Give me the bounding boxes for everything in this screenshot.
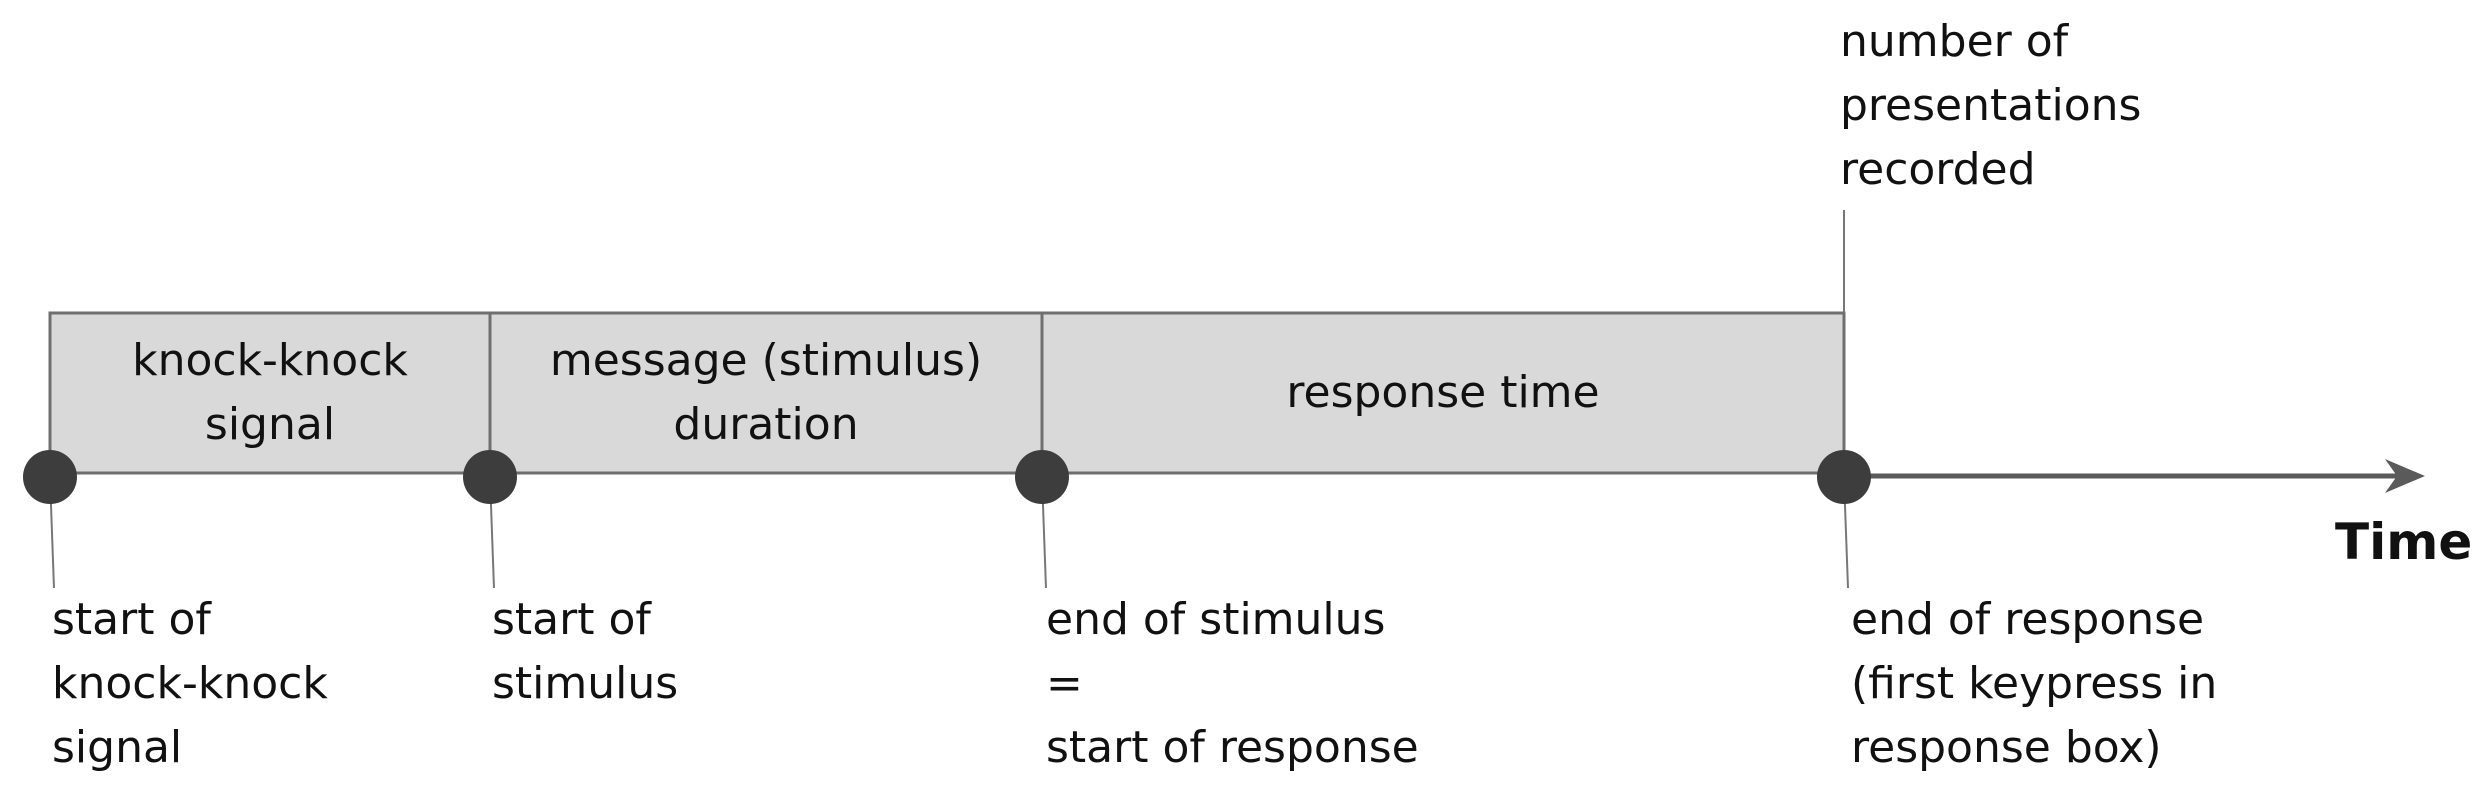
phase-box-knock-knock-signal: knock-knock signal [50, 313, 490, 473]
phase-outline-1 [48, 311, 492, 475]
event-note-start-knock-knock: start of knock-knock signal [52, 594, 328, 773]
phase-box-message-duration: message (stimulus) duration [490, 313, 1042, 473]
event-marker-1 [23, 450, 77, 504]
event-note-start-stimulus: start of stimulus [492, 594, 679, 709]
event-note-end-stimulus: end of stimulus = start of response [1046, 594, 1419, 773]
event-marker-2 [463, 450, 517, 504]
phase-box-response-time: response time [1042, 313, 1844, 473]
top-note-presentations-recorded: number of presentations recorded [1840, 16, 2142, 195]
phase-outline-2 [488, 311, 1044, 475]
time-axis-label: Time [2335, 513, 2473, 571]
event-marker-3 [1015, 450, 1069, 504]
event-marker-4 [1817, 450, 1871, 504]
phase-outline-3 [1040, 311, 1846, 475]
event-note-end-response: end of response (first keypress in respo… [1851, 594, 2218, 773]
time-axis-arrowhead [2385, 459, 2425, 493]
